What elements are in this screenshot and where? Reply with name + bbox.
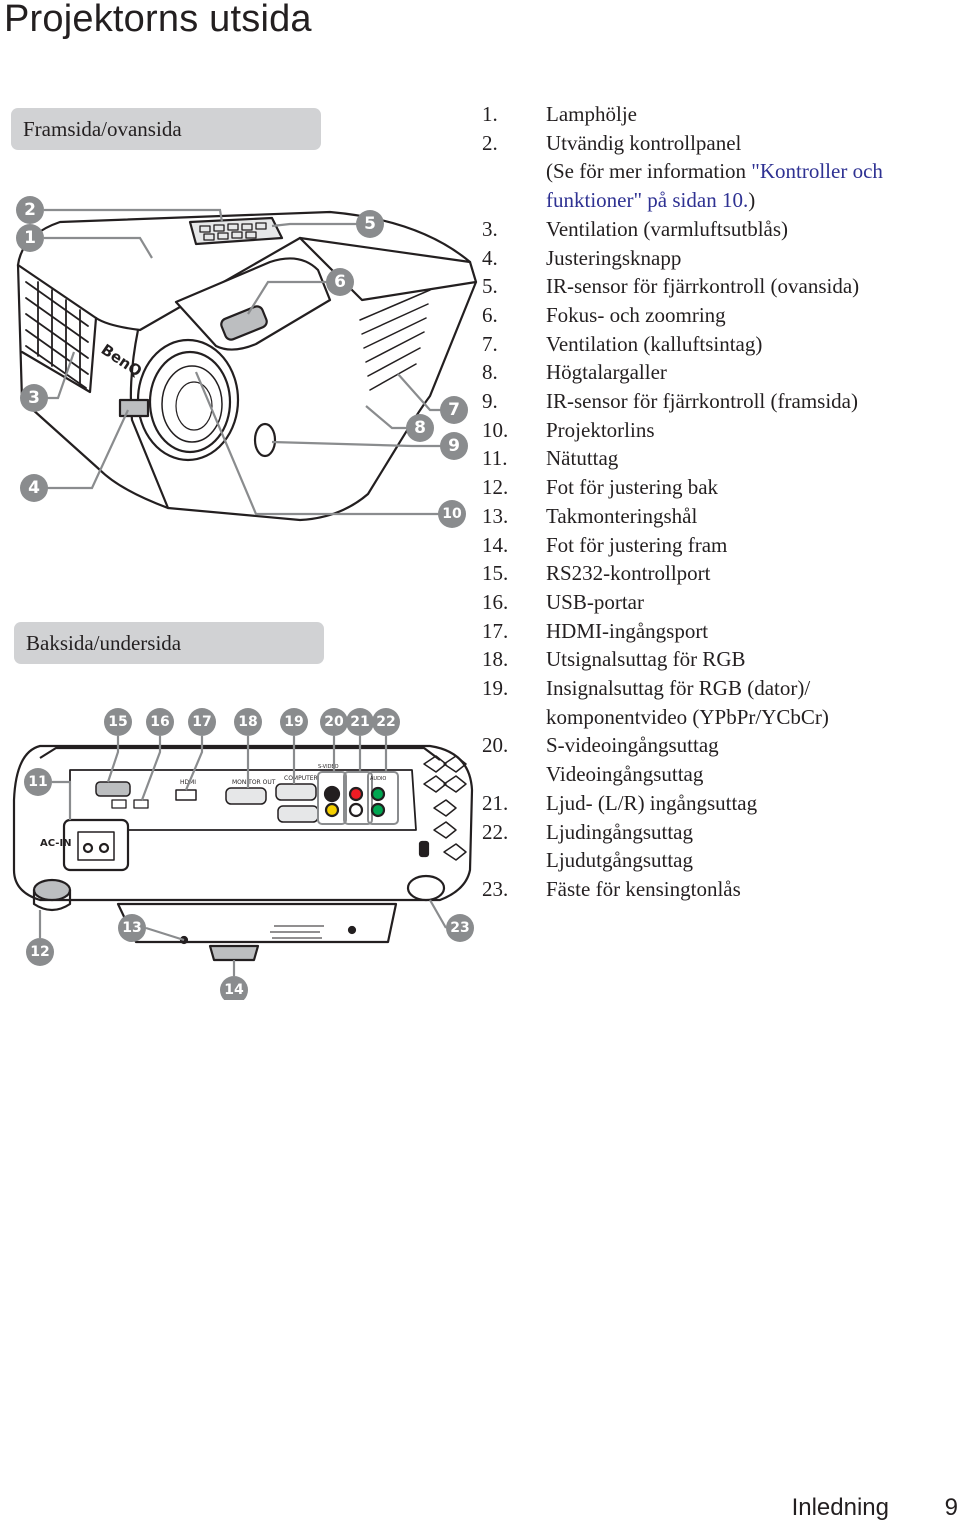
svg-text:23: 23 [450, 920, 469, 936]
svg-text:AUDIO: AUDIO [370, 776, 386, 782]
svg-text:9: 9 [448, 436, 460, 456]
list-item: 3.Ventilation (varmluftsutblås) [482, 216, 789, 241]
list-item: 14.Fot för justering fram [482, 532, 728, 557]
svg-text:14: 14 [224, 982, 244, 998]
svg-text:5: 5 [364, 214, 376, 234]
page-title: Projektorns utsida [4, 0, 312, 40]
list-item: 17.HDMI-ingångsport [482, 618, 709, 643]
svg-text:11: 11 [28, 774, 47, 790]
back-callouts: 15 16 17 18 19 20 21 22 11 12 13 14 23 [24, 708, 474, 1000]
page-number: 9 [944, 1494, 958, 1521]
svg-text:18: 18 [238, 714, 257, 730]
list-item: 13.Takmonteringshål [482, 503, 698, 528]
svg-text:S-VIDEO: S-VIDEO [318, 764, 339, 770]
svg-text:19: 19 [284, 714, 303, 730]
list-item: 23.Fäste för kensingtonlås [482, 876, 741, 901]
list-item: 11.Nätuttag [482, 446, 619, 471]
list-item: 18.Utsignalsuttag för RGB [482, 647, 746, 672]
section-heading-back: Baksida/undersida [14, 622, 324, 664]
svg-text:7: 7 [448, 400, 460, 420]
svg-text:4: 4 [28, 478, 40, 498]
svg-text:1: 1 [24, 228, 36, 248]
list-item: 5.IR-sensor för fjärrkontroll (ovansida) [482, 274, 860, 299]
svg-text:20: 20 [324, 714, 344, 730]
list-item: 2.Utvändig kontrollpanel(Se för mer info… [482, 130, 883, 213]
svg-text:15: 15 [108, 714, 127, 730]
list-item: 1.Lamphölje [482, 102, 637, 126]
svg-text:COMPUTER: COMPUTER [284, 775, 318, 782]
list-item: 7.Ventilation (kalluftsintag) [482, 331, 763, 356]
list-item: 21.Ljud- (L/R) ingångsuttag [482, 790, 758, 815]
cross-reference-link[interactable]: "Kontroller och funktioner" på sidan 10. [546, 159, 883, 213]
svg-text:17: 17 [192, 714, 211, 730]
svg-text:10: 10 [442, 506, 462, 522]
back-view-illustration: AC-IN HDMI MONITOR OUT COMPUTER AUDIO S-… [12, 744, 474, 962]
list-item: 19.Insignalsuttag för RGB (dator)/kompon… [482, 676, 829, 729]
svg-text:22: 22 [376, 714, 395, 730]
list-item: 9.IR-sensor för fjärrkontroll (framsida) [482, 389, 858, 414]
footer-section-name: Inledning [791, 1494, 889, 1521]
parts-list: 1.Lamphölje 2.Utvändig kontrollpanel(Se … [482, 100, 952, 904]
list-item: 8.Högtalargaller [482, 360, 667, 385]
ac-in-label: AC-IN [40, 838, 72, 849]
list-item: 6.Fokus- och zoomring [482, 302, 726, 327]
list-item: 12.Fot för justering bak [482, 475, 719, 500]
svg-text:6: 6 [334, 272, 346, 292]
svg-text:21: 21 [350, 714, 369, 730]
list-item: 10.Projektorlins [482, 417, 655, 442]
svg-text:2: 2 [24, 200, 36, 220]
svg-text:MONITOR OUT: MONITOR OUT [232, 779, 276, 786]
svg-text:3: 3 [28, 388, 40, 408]
svg-text:8: 8 [414, 418, 426, 438]
svg-text:16: 16 [150, 714, 169, 730]
front-callouts: 2 1 5 6 3 4 7 8 9 10 [16, 196, 468, 528]
front-view-illustration: BenQ 2 1 5 6 3 4 7 8 9 10 AC-IN [12, 196, 478, 1000]
svg-text:13: 13 [122, 920, 141, 936]
svg-text:12: 12 [30, 944, 49, 960]
list-item: 16.USB-portar [482, 589, 644, 614]
list-item: 4.Justeringsknapp [482, 245, 682, 270]
section-heading-front: Framsida/ovansida [11, 108, 321, 150]
list-item: 15.RS232-kontrollport [482, 561, 711, 586]
